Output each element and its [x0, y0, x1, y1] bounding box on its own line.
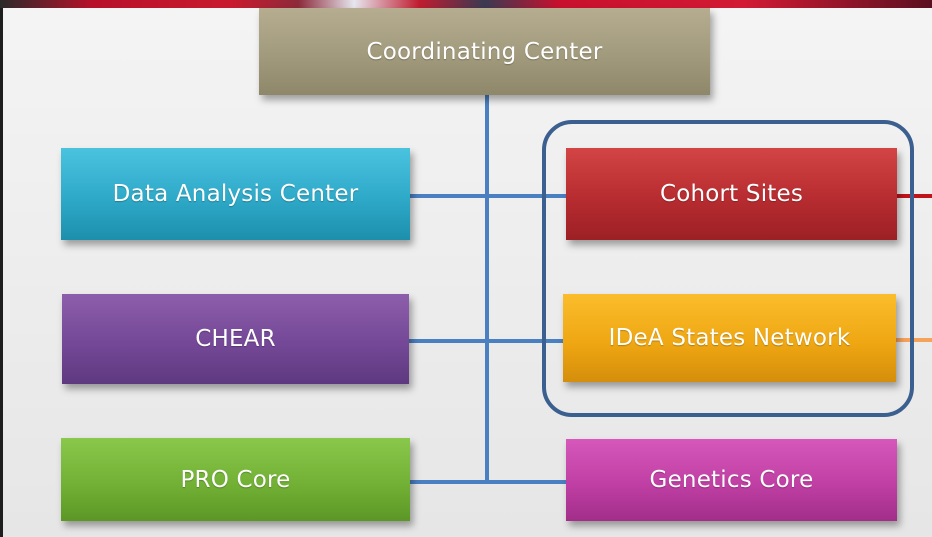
- coordinating-center-box: Coordinating Center: [259, 8, 710, 95]
- cohort-network-group-outline: [542, 120, 914, 417]
- pro-core-label: PRO Core: [180, 466, 291, 493]
- data-analysis-center-box: Data Analysis Center: [61, 148, 410, 240]
- genetics-core-box: Genetics Core: [566, 439, 897, 521]
- idea-states-network-label: IDeA States Network: [608, 325, 851, 351]
- chear-label: CHEAR: [195, 326, 276, 352]
- header-photo-strip: [0, 0, 932, 8]
- coordinating-center-label: Coordinating Center: [366, 38, 603, 65]
- cohort-sites-box: Cohort Sites: [566, 148, 897, 240]
- idea-states-network-box: IDeA States Network: [563, 294, 896, 382]
- chear-box: CHEAR: [62, 294, 409, 384]
- data-analysis-center-label: Data Analysis Center: [112, 181, 359, 207]
- cohort-sites-label: Cohort Sites: [659, 181, 804, 207]
- genetics-core-label: Genetics Core: [649, 467, 814, 493]
- left-edge-border: [0, 8, 3, 537]
- pro-core-box: PRO Core: [61, 438, 410, 521]
